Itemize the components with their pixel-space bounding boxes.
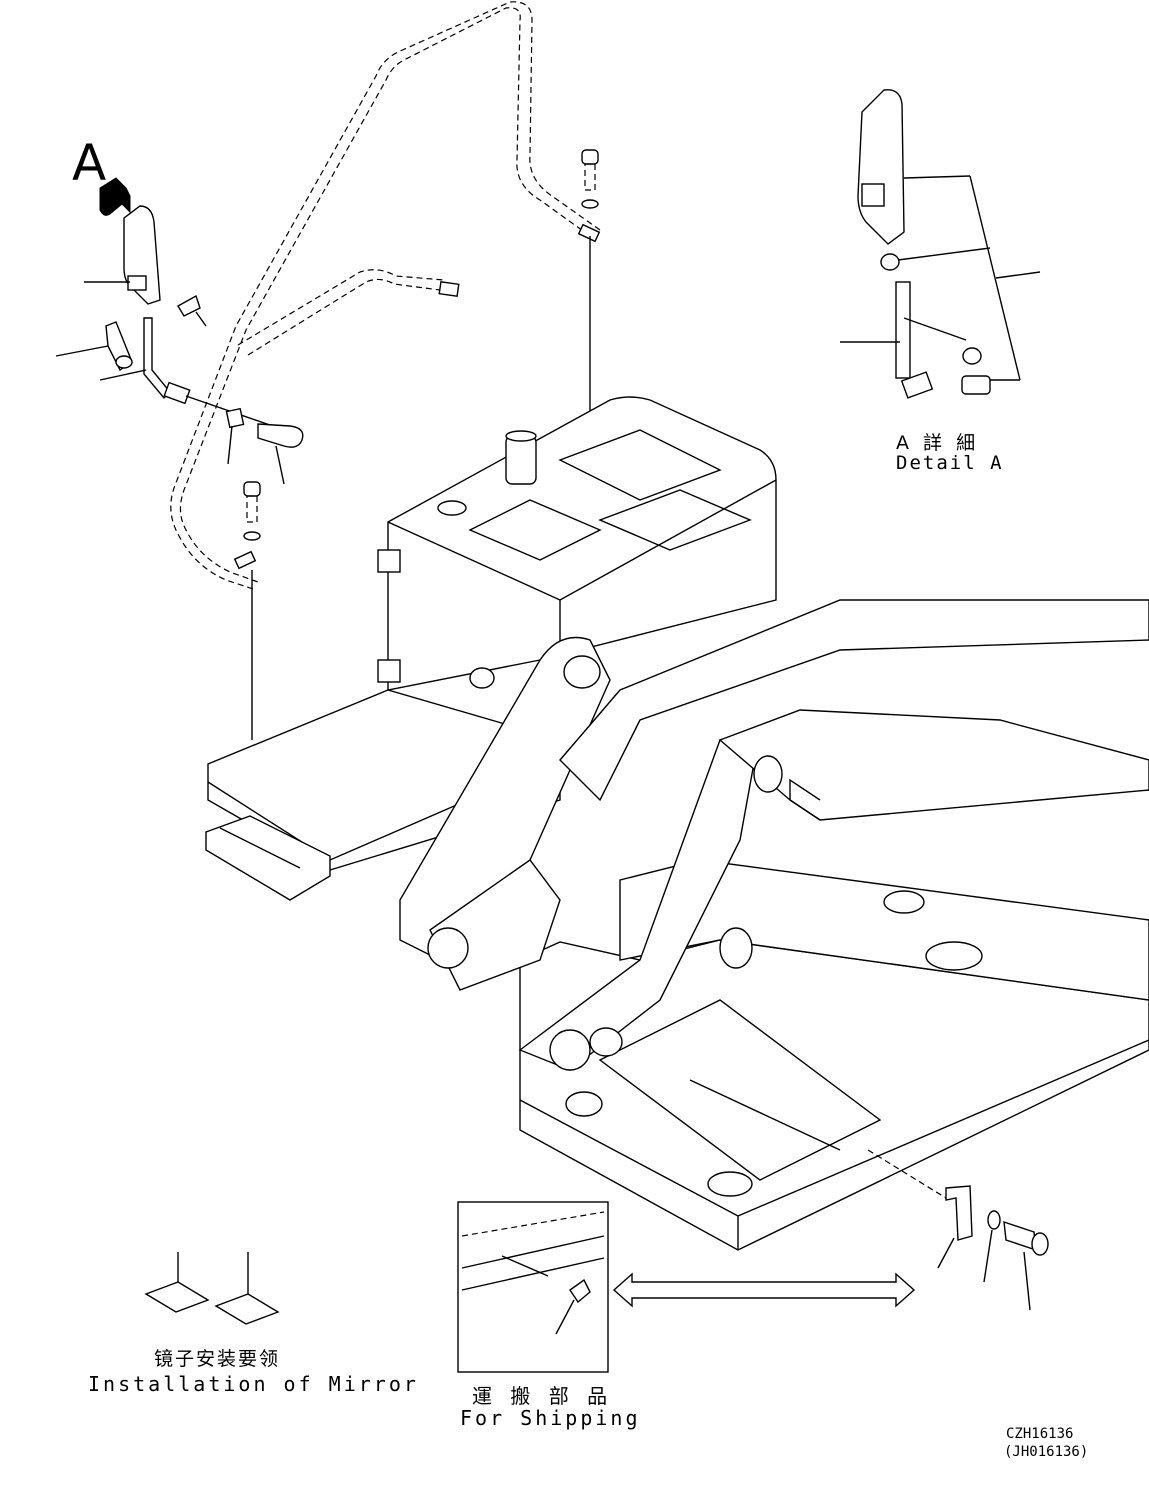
detail-a-title-jp: A 詳 細	[896, 432, 980, 454]
mirror-installation-title-en: Installation of Mirror	[88, 1372, 419, 1396]
drawing-code: CZH16136	[1006, 1426, 1074, 1442]
mirror-installation-symbol	[144, 1252, 280, 1325]
detail-a-drawing	[840, 89, 1041, 399]
view-label-a: A	[72, 134, 107, 192]
handrail-bolt-upper	[581, 149, 599, 430]
handrail	[170, 1, 601, 591]
handrail-bolt-lower	[243, 481, 261, 740]
drawing-code-secondary: (JH016136)	[1004, 1444, 1089, 1460]
shipping-detail-box	[457, 1201, 609, 1373]
boom-brackets	[399, 599, 1149, 1071]
mirror-installation-title-cn: 镜子安装要领	[154, 1348, 281, 1370]
shipping-title-jp: 運 搬 部 品	[472, 1384, 614, 1408]
detail-a-title-en: Detail A	[896, 452, 1004, 474]
fuel-tank	[377, 396, 777, 691]
shipping-parts	[867, 1149, 1049, 1311]
shipping-title-en: For Shipping	[460, 1406, 641, 1430]
view-arrow	[99, 177, 131, 216]
mirror-assembly	[55, 205, 304, 485]
double-arrow	[612, 1272, 916, 1308]
